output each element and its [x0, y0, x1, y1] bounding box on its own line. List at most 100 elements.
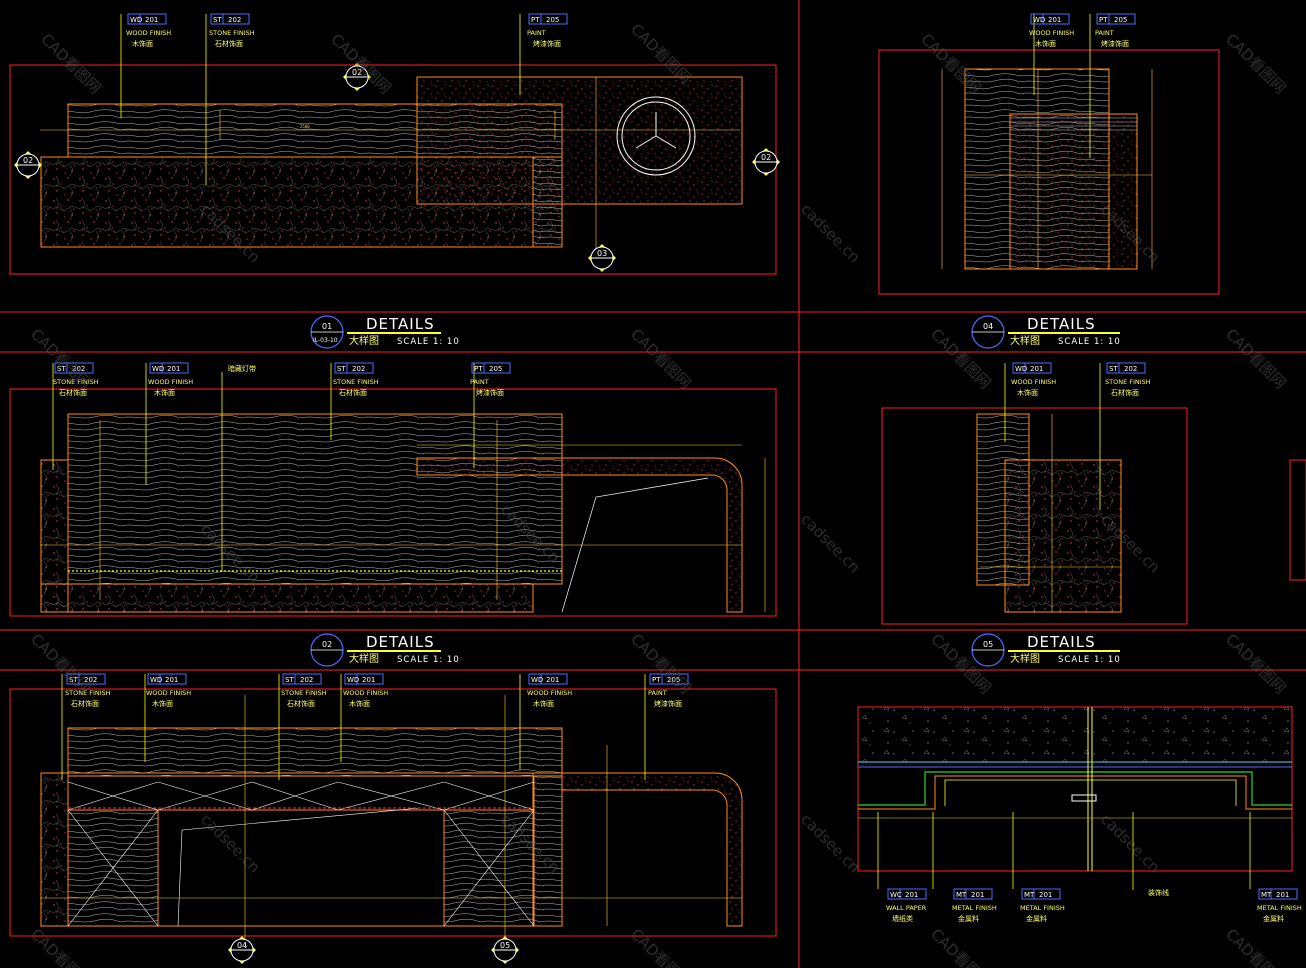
detail-05-cn: 大样图: [1010, 652, 1040, 665]
section-marker-left[interactable]: 02: [14, 151, 42, 179]
callout-cn-label: 木饰面: [1017, 388, 1038, 397]
callout-cn-label: 木饰面: [132, 39, 153, 48]
callout-number: 205: [1114, 16, 1127, 24]
watermark-text: CAD看图网: [627, 925, 694, 968]
callout-code: WD: [152, 365, 164, 373]
section-marker-elev-b[interactable]: 05: [491, 936, 519, 964]
watermark-text: cadsee.cn: [797, 810, 863, 876]
detail-04-title: DETAILS: [1027, 315, 1096, 333]
callout-cn-label: 石材饰面: [287, 699, 315, 708]
callout-code: WD: [1015, 365, 1027, 373]
callout-en-label: PAINT: [648, 689, 667, 697]
callout-cn-label: 烤漆饰面: [1101, 39, 1129, 48]
callout-number: 201: [362, 676, 375, 684]
callout-number: 202: [300, 676, 313, 684]
callout-cn-label: 石材饰面: [215, 39, 243, 48]
marker-top-label: 02: [352, 68, 362, 77]
callout-cn-label: 烤漆饰面: [533, 39, 561, 48]
detail-01-cn: 大样图: [349, 334, 379, 347]
panel-front-elevation: [9, 688, 777, 940]
watermark-text: CAD看图网: [1222, 630, 1289, 697]
callout-cn-label: 木饰面: [154, 388, 175, 397]
callout-en-label: WOOD FINISH: [148, 378, 193, 386]
callout-number: 201: [1276, 891, 1289, 899]
section-markers: 02 02 02 03 04 05: [14, 63, 780, 964]
callout-en-label: STONE FINISH: [53, 378, 99, 386]
callout-code: WD: [531, 676, 543, 684]
callout-code: PT: [474, 365, 483, 373]
callout-code: WD: [1033, 16, 1045, 24]
panel-side-section-04: [878, 49, 1220, 295]
detail-01-number: 01: [322, 322, 332, 331]
callout-en-label: STONE FINISH: [281, 689, 327, 697]
callout-number: 202: [72, 365, 85, 373]
detail-05-scale: SCALE 1: 10: [1058, 655, 1121, 665]
callout-code: MT: [1261, 891, 1272, 899]
detail-01-title: DETAILS: [366, 315, 435, 333]
callout-number: 201: [1048, 16, 1061, 24]
callout-code: WD: [130, 16, 142, 24]
callout-cn-label: 墙纸类: [892, 914, 913, 923]
callout-en-label: WOOD FINISH: [126, 29, 171, 37]
callout-number: 202: [228, 16, 241, 24]
callout-code: WD: [150, 676, 162, 684]
section-marker-elev-a[interactable]: 04: [228, 936, 256, 964]
watermark-text: CAD看图网: [1222, 30, 1289, 97]
callout-cn-label: 石材饰面: [59, 388, 87, 397]
callout-code: ST: [285, 676, 294, 684]
callout-number: 201: [971, 891, 984, 899]
detail-title-02: 02 DETAILS 大样图 SCALE 1: 10: [310, 633, 459, 667]
callout-number: 202: [1124, 365, 1137, 373]
callout-en-label: WOOD FINISH: [527, 689, 572, 697]
callout-en-label: PAINT: [1095, 29, 1114, 37]
watermark-text: CAD看图网: [27, 925, 94, 968]
callout-cn-label: 烤漆饰面: [476, 388, 504, 397]
section-marker-top[interactable]: 02: [343, 63, 371, 91]
callout-en-label: METAL FINISH: [1257, 904, 1302, 912]
marker-elev-b-label: 05: [500, 941, 510, 950]
section-marker-right[interactable]: 02: [752, 148, 780, 176]
note-structure-label: 装饰线: [1148, 888, 1169, 897]
watermark-text: CAD看图网: [927, 925, 994, 968]
marker-right-label: 02: [761, 153, 771, 162]
callout-code: WC: [890, 891, 902, 899]
detail-title-01: 01 IL-03-10 DETAILS 大样图 SCALE 1: 10: [310, 315, 460, 349]
detail-01-scale: SCALE 1: 10: [397, 337, 460, 347]
callout-code: ST: [1109, 365, 1118, 373]
callout-cn-label: 木饰面: [533, 699, 554, 708]
detail-02-cn: 大样图: [349, 652, 379, 665]
detail-02-title: DETAILS: [366, 633, 435, 651]
callout-number: 201: [145, 16, 158, 24]
callout-en-label: WOOD FINISH: [1029, 29, 1074, 37]
callout-number: 201: [546, 676, 559, 684]
watermark-text: CAD看图网: [1222, 325, 1289, 392]
callout-cn-label: 金属料: [1026, 914, 1047, 923]
detail-04-cn: 大样图: [1010, 334, 1040, 347]
callout-code: ST: [69, 676, 78, 684]
callout-code: WD: [347, 676, 359, 684]
callout-en-label: WOOD FINISH: [1011, 378, 1056, 386]
callout-cn-label: 石材饰面: [1111, 388, 1139, 397]
section-marker-bottom[interactable]: 03: [588, 244, 616, 272]
watermark-text: CAD看图网: [37, 30, 104, 97]
callout-number: 202: [84, 676, 97, 684]
marker-bottom-label: 03: [597, 249, 607, 258]
callout-cn-label: 石材饰面: [339, 388, 367, 397]
drain-fixture: [616, 96, 696, 176]
